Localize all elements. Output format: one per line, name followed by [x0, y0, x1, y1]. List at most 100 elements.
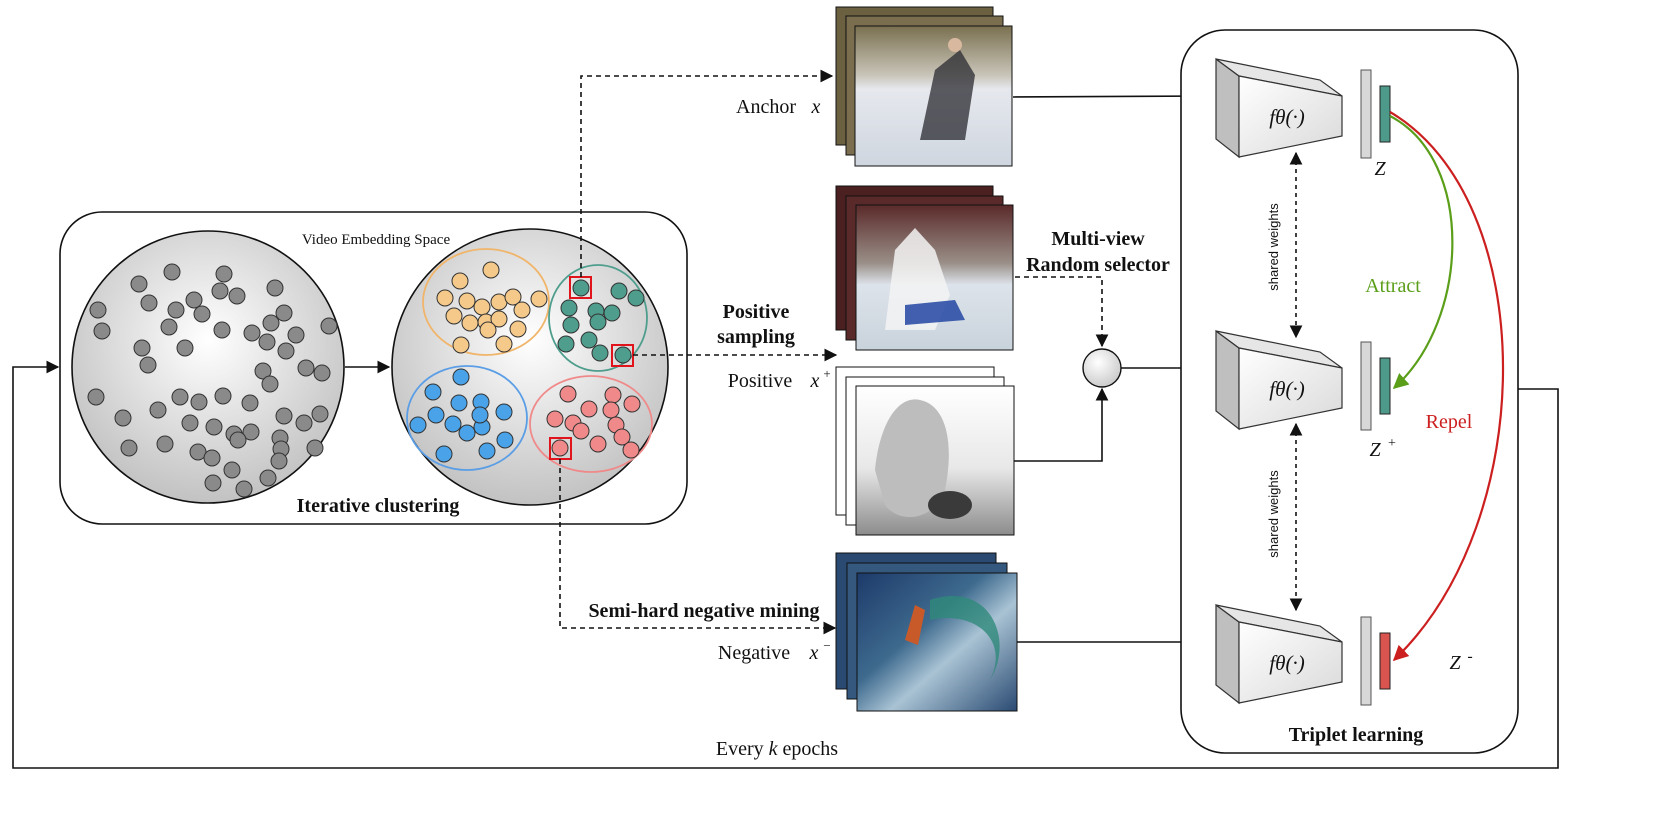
positive-depth-frame-stack [835, 366, 1015, 536]
encoder-positive: fθ(·) [1215, 329, 1343, 431]
unclustered-point [114, 409, 132, 427]
cluster-point-teal [562, 316, 580, 334]
unclustered-point [235, 480, 253, 498]
anchor-symbol: x [811, 96, 821, 118]
cluster-point-blue [424, 383, 442, 401]
unclustered-point [313, 364, 331, 382]
unclustered-point [140, 294, 158, 312]
unclustered-point [185, 291, 203, 309]
unclustered-point [223, 461, 241, 479]
unclustered-point [258, 333, 276, 351]
positive-symbol: x [810, 370, 820, 392]
multiview-label-1: Multi-view [1051, 228, 1145, 250]
repel-arrow [1389, 111, 1505, 662]
clustered-points [409, 261, 645, 463]
cluster-point-pink [622, 441, 640, 459]
cluster-point-teal [560, 299, 578, 317]
unclustered-point [167, 301, 185, 319]
shared-weights-label-top: shared weights [1266, 203, 1281, 291]
positive-rgb-frame-stack [835, 185, 1014, 351]
unclustered-point [193, 305, 211, 323]
random-selector-node [1082, 348, 1122, 388]
semi-hard-negative-label: Semi-hard negative mining [588, 600, 819, 622]
cluster-point-pink [572, 422, 590, 440]
anchor-dashed-arrow [580, 69, 834, 277]
unclustered-points [87, 263, 338, 498]
multiview-label-2: Random selector [1026, 254, 1170, 276]
cluster-point-orange [473, 298, 491, 316]
cluster-point-teal [603, 304, 621, 322]
cluster-point-teal [557, 335, 575, 353]
negative-dashed-arrow [559, 459, 837, 635]
unclustered-point [87, 388, 105, 406]
unclustered-point [215, 265, 233, 283]
embedding-space-title: Video Embedding Space [302, 232, 451, 248]
unclustered-point [243, 324, 261, 342]
cluster-point-blue [450, 394, 468, 412]
unclustered-point [89, 301, 107, 319]
cluster-point-pink [559, 385, 577, 403]
unclustered-point [228, 287, 246, 305]
cluster-point-pink [623, 395, 641, 413]
z-plus-label: Z [1369, 439, 1381, 461]
cluster-blue [406, 365, 528, 471]
unclustered-point [261, 375, 279, 393]
cluster-point-blue [458, 424, 476, 442]
z-minus-label: Z [1449, 652, 1461, 674]
unclustered-point [320, 317, 338, 335]
unclustered-point [204, 474, 222, 492]
cluster-point-blue [496, 431, 514, 449]
unclustered-point [297, 359, 315, 377]
triplet-learning-panel: Triplet learning [1180, 29, 1519, 754]
unclustered-point [262, 314, 280, 332]
encoder-label: fθ(·) [1269, 105, 1304, 129]
positive-sampling-label-2: sampling [717, 326, 795, 348]
cluster-point-orange [530, 290, 548, 308]
cluster-point-orange [452, 336, 470, 354]
depth-to-selector-arrow [1014, 387, 1109, 462]
cluster-teal [548, 264, 648, 372]
unclustered-point [270, 452, 288, 470]
negative-superscript: − [823, 638, 830, 653]
unclustered-point [133, 339, 151, 357]
feedback-loop-arrow [12, 360, 1559, 769]
unclustered-point [130, 275, 148, 293]
cluster-point-teal [591, 344, 609, 362]
cluster-point-pink [551, 439, 569, 457]
encoders: fθ(·)fθ(·)fθ(·) [1215, 57, 1343, 705]
selector-dashed-arrow [1015, 276, 1109, 348]
negative-symbol: x [809, 642, 819, 664]
cluster-point-orange [495, 335, 513, 353]
unclustered-point [277, 342, 295, 360]
positive-sampling-label-1: Positive [723, 301, 790, 323]
unclustered-point [287, 326, 305, 344]
triplet-learning-caption: Triplet learning [1289, 724, 1424, 746]
cluster-point-blue [471, 406, 489, 424]
repel-label: Repel [1426, 411, 1473, 433]
negative-video-frame [856, 572, 1018, 712]
cluster-point-orange [461, 314, 479, 332]
cluster-point-orange [509, 320, 527, 338]
cluster-point-pink [589, 435, 607, 453]
unclustered-point [214, 387, 232, 405]
cluster-point-blue [452, 368, 470, 386]
iterative-clustering-caption: Iterative clustering [297, 495, 460, 517]
unclustered-point [120, 439, 138, 457]
unclustered-point [149, 401, 167, 419]
cluster-point-orange [513, 301, 531, 319]
cluster-point-pink [580, 400, 598, 418]
z-plus-feature-bar [1379, 357, 1391, 415]
z-plus-gray-bar [1360, 341, 1372, 431]
unclustered-point [211, 282, 229, 300]
sampling-arrows [559, 69, 1109, 635]
cluster-point-pink [613, 428, 631, 446]
unclustered-point [176, 339, 194, 357]
cluster-point-orange [445, 307, 463, 325]
embedding-space-panel: Video Embedding Space Iterative clusteri… [59, 211, 688, 525]
cluster-point-orange [490, 310, 508, 328]
cluster-point-blue [435, 445, 453, 463]
cluster-point-orange [482, 261, 500, 279]
cluster-point-orange [451, 272, 469, 290]
cluster-point-blue [495, 403, 513, 421]
unclustered-point [203, 449, 221, 467]
